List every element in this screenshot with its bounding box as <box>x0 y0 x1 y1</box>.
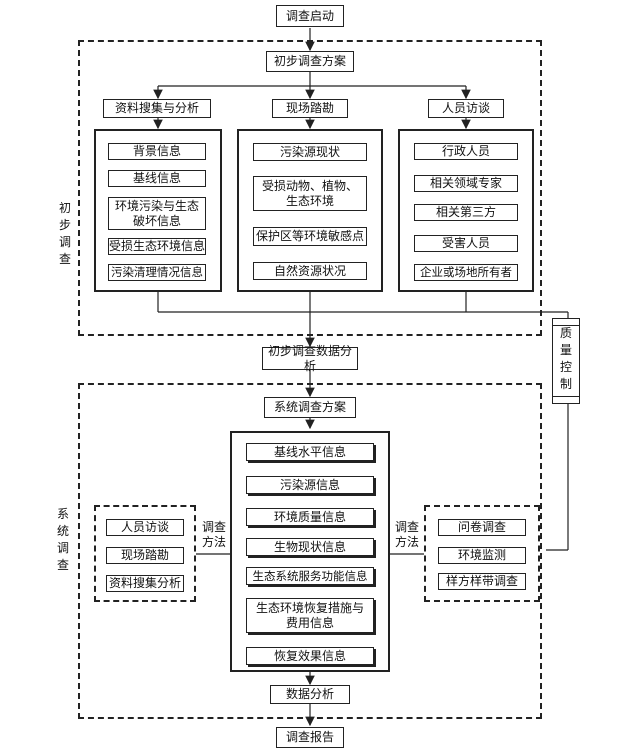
data-analysis: 数据分析 <box>270 685 350 704</box>
systematic-item: 基线水平信息 <box>246 443 374 461</box>
left-methods-group <box>94 505 196 602</box>
preliminary-survey-label: 初步调查 <box>58 201 71 266</box>
data-collection-item: 背景信息 <box>108 143 206 160</box>
data-collection-item: 污染清理情况信息 <box>108 264 206 281</box>
quality-control: 质量控制 <box>552 318 580 404</box>
interviews-item: 相关领域专家 <box>414 175 518 192</box>
right-method-item: 样方样带调查 <box>438 573 526 590</box>
interviews-item: 行政人员 <box>414 143 518 160</box>
systematic-item: 生物现状信息 <box>246 538 374 556</box>
preliminary-survey-region <box>78 40 542 336</box>
systematic-item: 环境质量信息 <box>246 508 374 526</box>
interviews-item: 企业或场地所有者 <box>414 264 518 281</box>
left-method-item: 人员访谈 <box>106 519 184 536</box>
site-survey-item: 污染源现状 <box>253 143 367 161</box>
systematic-item: 恢复效果信息 <box>246 647 374 665</box>
preliminary-plan: 初步调查方案 <box>266 51 354 72</box>
systematic-survey-label: 系统调查 <box>56 507 69 572</box>
right-method-item: 环境监测 <box>438 547 526 564</box>
right-methods-label: 调查方法 <box>394 520 419 549</box>
data-collection-item: 环境污染与生态破坏信息 <box>108 197 206 230</box>
left-method-item: 资料搜集分析 <box>106 575 184 592</box>
branch-title-site-survey: 现场踏勘 <box>272 99 348 118</box>
systematic-item: 生态环境恢复措施与费用信息 <box>246 598 374 633</box>
site-survey-item: 自然资源状况 <box>253 262 367 280</box>
right-methods-group <box>424 505 540 602</box>
data-collection-item: 受损生态环境信息 <box>108 238 206 255</box>
systematic-survey-region <box>78 383 542 719</box>
left-methods-label: 调查方法 <box>201 520 226 549</box>
site-survey-item: 保护区等环境敏感点 <box>253 227 367 246</box>
interviews-item: 受害人员 <box>414 235 518 252</box>
interviews-item: 相关第三方 <box>414 204 518 221</box>
systematic-item: 污染源信息 <box>246 476 374 494</box>
site-survey-item: 受损动物、植物、生态环境 <box>253 176 367 211</box>
data-collection-item: 基线信息 <box>108 170 206 187</box>
systematic-plan: 系统调查方案 <box>264 397 356 418</box>
left-method-item: 现场踏勘 <box>106 547 184 564</box>
systematic-item: 生态系统服务功能信息 <box>246 567 374 585</box>
start-node: 调查启动 <box>276 5 344 27</box>
branch-title-interviews: 人员访谈 <box>428 99 504 118</box>
right-method-item: 问卷调查 <box>438 519 526 536</box>
branch-title-data-collection: 资料搜集与分析 <box>103 99 211 118</box>
preliminary-data-analysis: 初步调查数据分析 <box>262 344 358 373</box>
report-node: 调查报告 <box>276 727 344 748</box>
